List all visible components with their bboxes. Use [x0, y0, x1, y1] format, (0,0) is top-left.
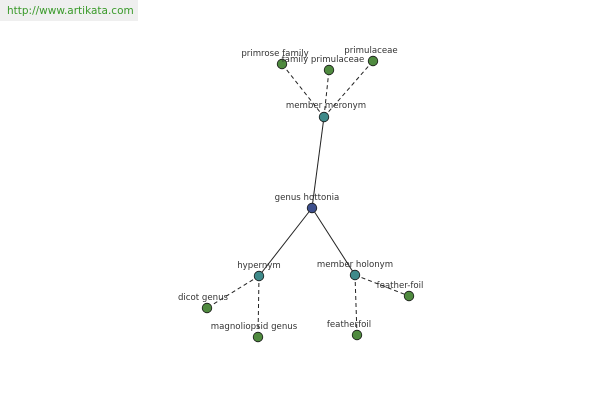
- leaf-node-dicot-genus[interactable]: [201, 302, 213, 314]
- leaf-label-family-primulaceae[interactable]: family primulaceae: [282, 55, 365, 65]
- leaf-label-magnoliopsid-genus[interactable]: magnoliopsid genus: [211, 322, 298, 332]
- leaf-label-featherfoil[interactable]: featherfoil: [327, 320, 371, 330]
- relation-node-member-holonym[interactable]: [349, 269, 361, 281]
- relation-label-member-holonym[interactable]: member holonym: [317, 260, 393, 270]
- edge-hypernym-dicot-genus: [206, 275, 260, 309]
- center-node[interactable]: [306, 202, 318, 214]
- leaf-label-feather-foil[interactable]: feather-foil: [377, 281, 424, 291]
- edge-center-member-meronym: [311, 116, 325, 209]
- edge-center-hypernym: [258, 207, 313, 277]
- edge-meronym-primrose-family: [281, 63, 325, 118]
- leaf-label-primulaceae[interactable]: primulaceae: [344, 46, 397, 56]
- source-link[interactable]: http://www.artikata.com: [7, 5, 134, 17]
- labels-layer: genus hottonia member meronym hypernym m…: [178, 46, 423, 332]
- edge-meronym-family-primulaceae: [323, 69, 330, 118]
- leaf-node-primulaceae[interactable]: [367, 55, 379, 67]
- leaf-label-dicot-genus[interactable]: dicot genus: [178, 293, 229, 303]
- edge-holonym-featherfoil: [354, 274, 358, 336]
- source-link-bar: http://www.artikata.com: [0, 0, 138, 21]
- leaf-node-feather-foil[interactable]: [403, 290, 415, 302]
- edge-center-member-holonym: [311, 207, 356, 276]
- relation-node-hypernym[interactable]: [253, 270, 265, 282]
- leaf-node-magnoliopsid-genus[interactable]: [252, 331, 264, 343]
- leaf-node-featherfoil[interactable]: [351, 329, 363, 341]
- leaf-node-family-primulaceae[interactable]: [323, 64, 335, 76]
- leaf-label-primrose-family[interactable]: primrose family: [241, 49, 308, 59]
- relation-node-member-meronym[interactable]: [318, 111, 330, 123]
- edges-layer: [206, 60, 410, 338]
- center-label[interactable]: genus hottonia: [275, 193, 340, 203]
- nodes-layer: [201, 55, 415, 343]
- edge-hypernym-magnoliopsid-genus: [257, 275, 260, 338]
- leaf-node-primrose-family[interactable]: [276, 58, 288, 70]
- relation-label-member-meronym[interactable]: member meronym: [286, 101, 366, 111]
- relation-label-hypernym[interactable]: hypernym: [237, 261, 281, 271]
- edge-holonym-feather-foil: [354, 274, 410, 297]
- edge-meronym-primulaceae: [323, 60, 374, 118]
